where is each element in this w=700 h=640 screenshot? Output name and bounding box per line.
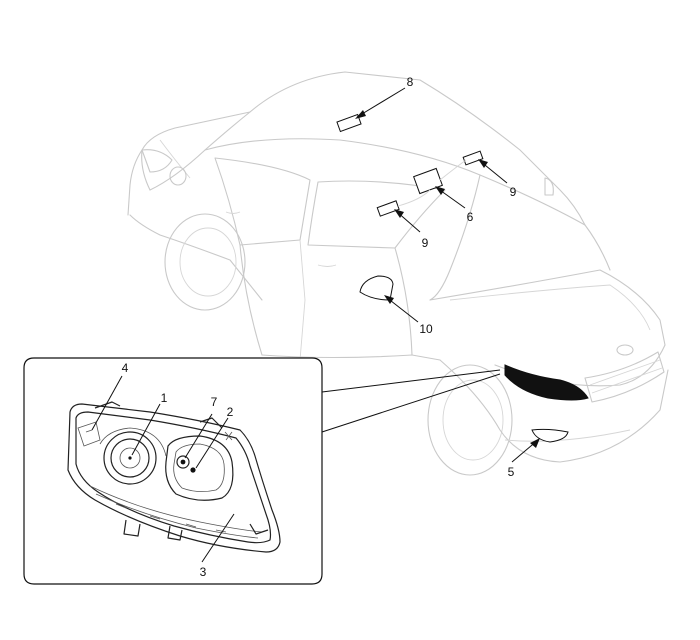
leader-7	[184, 413, 213, 459]
callout-1: 1	[161, 391, 168, 405]
callout-8: 8	[407, 75, 414, 89]
callout-10: 10	[419, 322, 433, 336]
callout-3: 3	[200, 565, 207, 579]
room-lamp-part-8	[336, 113, 362, 133]
headlamp-assembly-detail	[67, 401, 281, 553]
callout-7: 7	[211, 395, 218, 409]
leader-1	[131, 403, 161, 456]
leader-4	[91, 375, 123, 431]
callout-9-left: 9	[422, 236, 429, 250]
inset-frame	[23, 357, 323, 585]
vanity-lamp-left-part-9	[376, 200, 400, 217]
leader-2	[195, 417, 229, 469]
leader-5	[511, 438, 540, 463]
callout-9-right: 9	[510, 185, 517, 199]
leader-6	[435, 186, 466, 209]
overhead-console-lamp-part-6	[413, 167, 443, 195]
callout-2: 2	[227, 405, 234, 419]
leader-3	[201, 513, 235, 563]
outside-mirror-lamp-part-10	[359, 275, 394, 301]
callout-6: 6	[467, 210, 474, 224]
headlamp-on-vehicle	[504, 364, 589, 401]
leader-9-right	[478, 159, 508, 184]
callout-5: 5	[508, 465, 515, 479]
fog-lamp-part-5	[531, 428, 569, 443]
leader-9-left	[394, 209, 421, 233]
leader-8	[355, 87, 406, 119]
leader-10	[384, 295, 419, 323]
inset-zoom-lines	[321, 369, 501, 433]
vanity-lamp-right-part-9	[462, 150, 484, 166]
callout-4: 4	[122, 361, 129, 375]
